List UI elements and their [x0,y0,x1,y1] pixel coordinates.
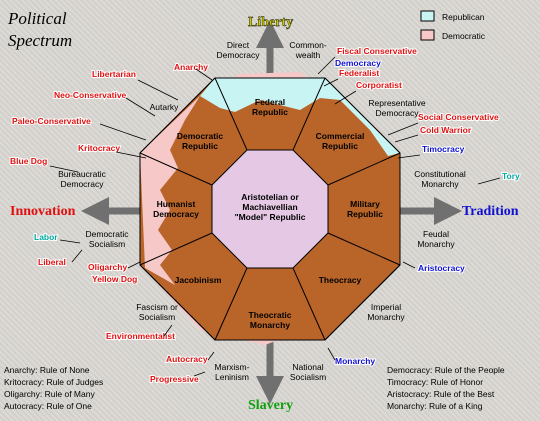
definition-left-1: Anarchy: Rule of None [4,365,90,375]
label-imperial-monarchy-2: Monarchy [367,312,405,322]
segment-humanist-democracy-1: Humanist [157,199,196,209]
center-line-2: Machiavellian [242,202,297,212]
segment-federal-republic-1: Federal [255,97,285,107]
label-anarchy: Anarchy [174,62,208,72]
label-blue-dog: Blue Dog [10,156,47,166]
label-feudal-monarchy-1: Feudal [423,229,449,239]
label-marxism-leninism-1: Marxism- [215,362,250,372]
label-bureaucratic-democracy-2: Democracy [61,179,105,189]
label-federalist: Federalist [339,68,379,78]
label-commonwealth-2: wealth [295,50,321,60]
label-direct-democracy-2: Democracy [217,50,261,60]
label-environmentalist: Environmentalist [106,331,175,341]
label-social-conservative: Social Conservative [418,112,499,122]
label-constitutional-monarchy-1: Constitutional [414,169,466,179]
label-representative-democracy-1: Representative [368,98,425,108]
democratic-overlay [140,96,200,285]
label-progressive: Progressive [150,374,199,384]
segment-commercial-republic-2: Republic [322,141,358,151]
definition-right-2: Timocracy: Rule of Honor [387,377,483,387]
spokes [139,77,401,341]
republican-overlay [200,78,400,156]
center-line-3: "Model" Republic [235,212,306,222]
label-libertarian: Libertarian [92,69,136,79]
label-commonwealth-1: Common- [289,40,326,50]
title-line-1: Political [7,9,67,28]
label-neo-conservative: Neo-Conservative [54,90,127,100]
segment-theocracy: Theocracy [319,275,362,285]
label-aristocracy: Aristocracy [418,263,465,273]
axis-left-label: Innovation [10,204,76,219]
label-marxism-leninism-2: Leninism [215,372,249,382]
definition-left-2: Kritocracy: Rule of Judges [4,377,103,387]
label-autocracy: Autocracy [166,354,208,364]
definition-left-3: Oligarchy: Rule of Many [4,389,95,399]
segment-military-republic-1: Military [350,199,380,209]
segment-commercial-republic-1: Commercial [316,131,365,141]
label-democratic-socialism-1: Democratic [86,229,130,239]
label-tory: Tory [502,171,520,181]
legend-democratic: Democratic [442,31,486,41]
segment-democratic-republic-2: Republic [182,141,218,151]
legend-swatch-republican [420,10,435,22]
label-autarky: Autarky [150,102,180,112]
label-fiscal-conservative: Fiscal Conservative [337,46,417,56]
label-liberal: Liberal [38,257,66,267]
axis-right-label: Tradition [462,204,519,219]
label-feudal-monarchy-2: Monarchy [417,239,455,249]
label-national-socialism-2: Socialism [290,372,326,382]
label-monarchy: Monarchy [335,356,375,366]
segment-democratic-republic-1: Democratic [177,131,224,141]
label-democracy: Democracy [335,58,381,68]
label-democratic-socialism-2: Socialism [89,239,125,249]
label-imperial-monarchy-1: Imperial [371,302,401,312]
definition-left-4: Autocracy: Rule of One [4,401,92,411]
label-labor: Labor [34,232,58,242]
label-cold-warrior: Cold Warrior [420,125,472,135]
legend-swatch-democratic [420,29,435,41]
label-fascism-or-socialism-1: Fascism or [136,302,178,312]
label-direct-democracy-1: Direct [227,40,250,50]
label-constitutional-monarchy-2: Monarchy [421,179,459,189]
definition-right-1: Democracy: Rule of the People [387,365,505,375]
axis-top-label: Liberty [248,15,293,30]
segment-humanist-democracy-2: Democracy [153,209,199,219]
definition-right-3: Aristocracy: Rule of the Best [387,389,495,399]
definition-right-4: Monarchy: Rule of a King [387,401,483,411]
label-representative-democracy-2: Democracy [376,108,420,118]
label-kritocracy: Kritocracy [78,143,120,153]
segment-federal-republic-2: Republic [252,107,288,117]
center-line-1: Aristotelian or [241,192,299,202]
label-oligarchy: Oligarchy [88,262,127,272]
axis-bottom-label: Slavery [248,398,293,413]
label-timocracy: Timocracy [422,144,465,154]
legend-republican: Republican [442,12,485,22]
segment-theocratic-monarchy-2: Monarchy [250,320,290,330]
segment-jacobinism: Jacobinism [175,275,222,285]
label-paleo-conservative: Paleo-Conservative [12,116,91,126]
label-corporatist: Corporatist [356,80,402,90]
label-yellow-dog: Yellow Dog [92,274,137,284]
title-line-2: Spectrum [8,31,72,50]
segment-military-republic-2: Republic [347,209,383,219]
label-fascism-or-socialism-2: Socialism [139,312,175,322]
label-national-socialism-1: National [292,362,323,372]
segment-theocratic-monarchy-1: Theocratic [249,310,292,320]
pointer-lines [49,56,501,377]
label-bureaucratic-democracy-1: Bureaucratic [58,169,106,179]
